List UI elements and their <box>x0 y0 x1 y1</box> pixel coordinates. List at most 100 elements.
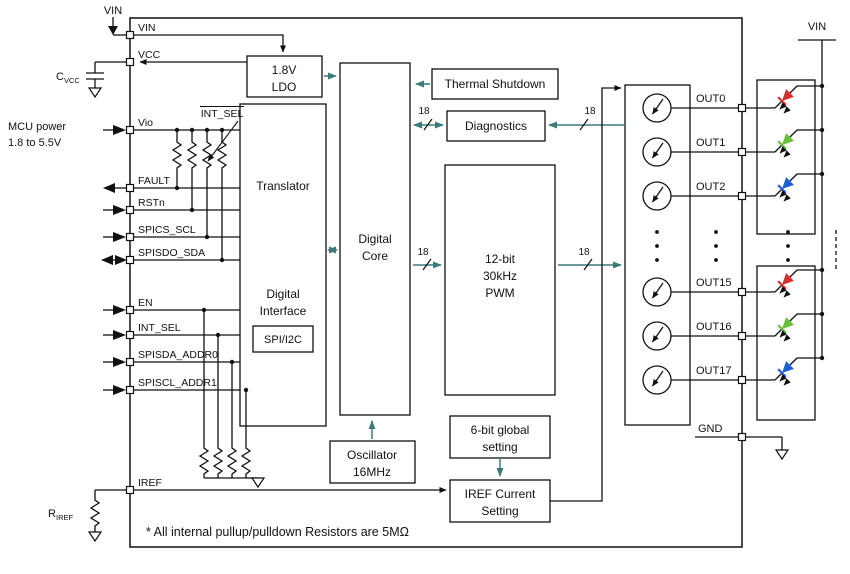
iref-pin <box>125 485 135 495</box>
svg-text:Digital: Digital <box>358 232 391 246</box>
cvcc-sub-label: VCC <box>64 76 80 85</box>
out-pin-label: OUT0 <box>696 93 725 105</box>
pin-label: RSTn <box>138 197 165 209</box>
pulldown-ground <box>204 477 266 489</box>
pin-label: VIN <box>138 22 156 34</box>
pin-label: IREF <box>138 477 162 489</box>
svg-text:PWM: PWM <box>485 286 514 300</box>
pin-label: SPISCL_ADDR1 <box>138 377 217 389</box>
ground-icon <box>774 449 790 461</box>
translator-digital-interface-block: Translator Digital Interface SPI/I2C <box>239 103 327 427</box>
cvcc-capacitor: C VCC <box>56 61 127 99</box>
spi-i2c-box <box>252 325 314 353</box>
riref-sub-label: IREF <box>56 513 74 522</box>
riref-resistor: R IREF <box>48 489 127 543</box>
out-channel-row: OUT15 <box>642 267 825 307</box>
block-connectors <box>324 72 625 477</box>
chip-boundary <box>129 17 743 548</box>
junction-dot <box>219 257 225 263</box>
thermal-shutdown-block: Thermal Shutdown <box>431 68 559 100</box>
pin-label: VCC <box>138 49 161 61</box>
out-pin <box>737 103 747 113</box>
svg-text:Thermal Shutdown: Thermal Shutdown <box>445 77 546 91</box>
svg-text:Oscillator: Oscillator <box>347 448 397 462</box>
mcu-power-label: MCU power 1.8 to 5.5V <box>8 121 66 149</box>
out-pin <box>737 191 747 201</box>
pin-label: FAULT <box>138 175 170 187</box>
pin-label: EN <box>138 297 153 309</box>
junction-dot <box>174 127 180 133</box>
ldo-block: 1.8V LDO <box>246 55 323 98</box>
junction-dot <box>219 127 225 133</box>
vio-pin <box>125 125 135 135</box>
down-arrow-icon <box>108 26 118 35</box>
vin-supply-top-left: VIN <box>104 5 127 36</box>
out-channel-row: OUT16 <box>642 311 825 351</box>
svg-text:1.8V: 1.8V <box>272 63 297 77</box>
resistor-icon <box>171 130 183 188</box>
resistor-icon <box>240 390 252 478</box>
fault-pin <box>125 183 135 193</box>
ground-icon <box>250 477 266 489</box>
pin-label: SPISDA_ADDR0 <box>138 349 218 361</box>
bidir-arrow-icon <box>115 255 127 265</box>
pin-label: SPISDO_SDA <box>138 247 205 259</box>
svg-text:IREF Current: IREF Current <box>465 487 536 501</box>
bus-width-label: 18 <box>417 247 429 258</box>
bus-width-label: 18 <box>578 247 590 258</box>
out-pin-label: OUT1 <box>696 137 725 149</box>
svg-text:LDO: LDO <box>272 80 297 94</box>
oscillator-block: Oscillator 16MHz <box>329 440 416 484</box>
resistor-icon <box>89 490 101 532</box>
out-pin <box>737 331 747 341</box>
resistor-icon <box>212 335 224 478</box>
cvcc-label: C <box>56 71 64 83</box>
svg-text:setting: setting <box>482 440 517 454</box>
resistor-icon <box>186 130 198 210</box>
input-arrow-icon <box>113 330 126 340</box>
pin-label: SPICS_SCL <box>138 224 196 236</box>
svg-text:Translator: Translator <box>256 179 310 193</box>
svg-text:12-bit: 12-bit <box>485 252 516 266</box>
resistor-icon <box>226 362 238 478</box>
vcc-pin <box>125 57 135 67</box>
junction-dot <box>204 234 210 240</box>
resistor-icon <box>216 130 228 260</box>
svg-text:INT_SEL: INT_SEL <box>201 108 244 120</box>
pwm-block: 12-bit 30kHz PWM <box>444 164 556 396</box>
out-pin-label: OUT2 <box>696 181 725 193</box>
pin-label: Vio <box>138 117 153 129</box>
svg-text:Setting: Setting <box>481 504 518 518</box>
input-arrow-icon <box>113 205 126 215</box>
svg-text:Core: Core <box>362 249 388 263</box>
gnd-pin-group: GND <box>695 423 790 461</box>
vin-pin <box>125 30 135 40</box>
bus-width-label: 18 <box>584 106 596 117</box>
footnote: * All internal pullup/pulldown Resistors… <box>146 525 409 539</box>
junction-dot <box>243 387 249 393</box>
gnd-pin <box>737 432 747 442</box>
svg-text:1.8 to 5.5V: 1.8 to 5.5V <box>8 137 62 149</box>
svg-text:30kHz: 30kHz <box>483 269 517 283</box>
diagnostics-block: Diagnostics <box>446 110 546 142</box>
gnd-label: GND <box>698 423 723 435</box>
en-pin <box>125 305 135 315</box>
svg-text:Digital: Digital <box>266 287 299 301</box>
output-arrow-icon <box>103 183 115 193</box>
int-sel-pin <box>125 330 135 340</box>
ellipsis-dot <box>786 258 790 262</box>
rgb-led-box-bottom <box>756 265 816 421</box>
spisda-addr0-pin <box>125 357 135 367</box>
resistor-icon <box>201 130 213 237</box>
input-arrow-icon <box>113 305 126 315</box>
svg-text:16MHz: 16MHz <box>353 465 391 479</box>
bus-width-label: 18 <box>418 106 430 117</box>
left-pins: VIN VCC Vio FAULT RSTn SPICS_SCL SPI <box>101 22 240 495</box>
out-pin <box>737 147 747 157</box>
ellipsis-dot <box>655 244 659 248</box>
bus-width-marks: 18 18 18 18 <box>417 106 596 271</box>
ellipsis-dot <box>714 244 718 248</box>
out-pin-label: OUT16 <box>696 321 731 333</box>
iref-setting-block: IREF Current Setting <box>449 479 551 523</box>
